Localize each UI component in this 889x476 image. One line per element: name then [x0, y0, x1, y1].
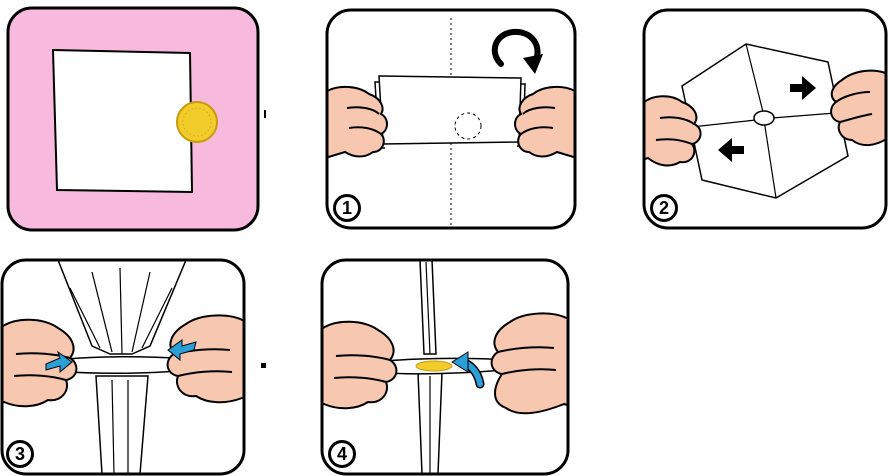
coin-icon	[177, 102, 217, 142]
left-hand	[642, 96, 701, 165]
paper-square	[53, 50, 192, 192]
step-1-panel: 1	[325, 8, 577, 230]
collapsed-paper-bottom	[96, 376, 148, 474]
coin-outline	[754, 111, 774, 125]
step-number-badge: 2	[650, 194, 678, 222]
step-number-badge: 4	[328, 440, 356, 468]
separator-mark	[261, 363, 266, 368]
intro-panel	[6, 6, 260, 232]
separator-mark	[264, 110, 266, 118]
step-number-badge: 3	[6, 440, 34, 468]
folded-paper	[379, 76, 521, 144]
right-hand	[492, 313, 570, 413]
left-hand	[320, 322, 396, 409]
step-number-badge: 1	[333, 194, 361, 222]
step-3-panel: 3	[0, 258, 246, 476]
right-hand	[831, 71, 888, 145]
step-4-panel: 4	[320, 258, 570, 476]
coin-icon	[416, 361, 452, 371]
step-2-panel: 2	[642, 8, 888, 230]
